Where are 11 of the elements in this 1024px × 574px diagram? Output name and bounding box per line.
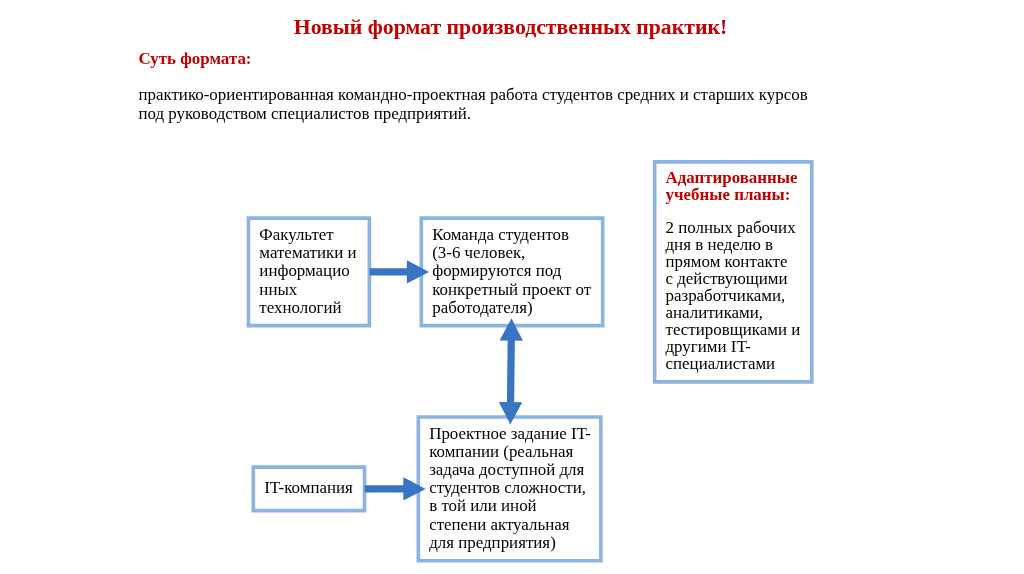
arrow: [498, 318, 523, 425]
node-box: Адаптированные учебные планы: 2 полных рабочих дня в неделю в прямом контакте с действующими разработчиками, аналитиками, тестировщиками и другими IT-специалистами: [652, 160, 814, 384]
node-box: IT-компания: [251, 465, 367, 513]
arrow: [364, 477, 426, 501]
diagram-title: Новый формат производственных практик!: [293, 15, 728, 40]
label: практико-ориентированная командно-проектная работа студентов средних и старших курсов под руководством специалистов предприятий.: [138, 85, 808, 123]
node-box: Факультет математики и информацио нных технологий: [246, 216, 372, 328]
label: Суть формата:: [138, 48, 252, 68]
node-box: Команда студентов (3-6 человек, формируются под конкретный проект от работодателя): [419, 216, 605, 328]
node-box: Проектное задание IT-компании (реальная задача доступной для студентов сложности, в той или иной степени актуальная для предприятия): [416, 415, 603, 563]
arrow: [369, 260, 430, 284]
